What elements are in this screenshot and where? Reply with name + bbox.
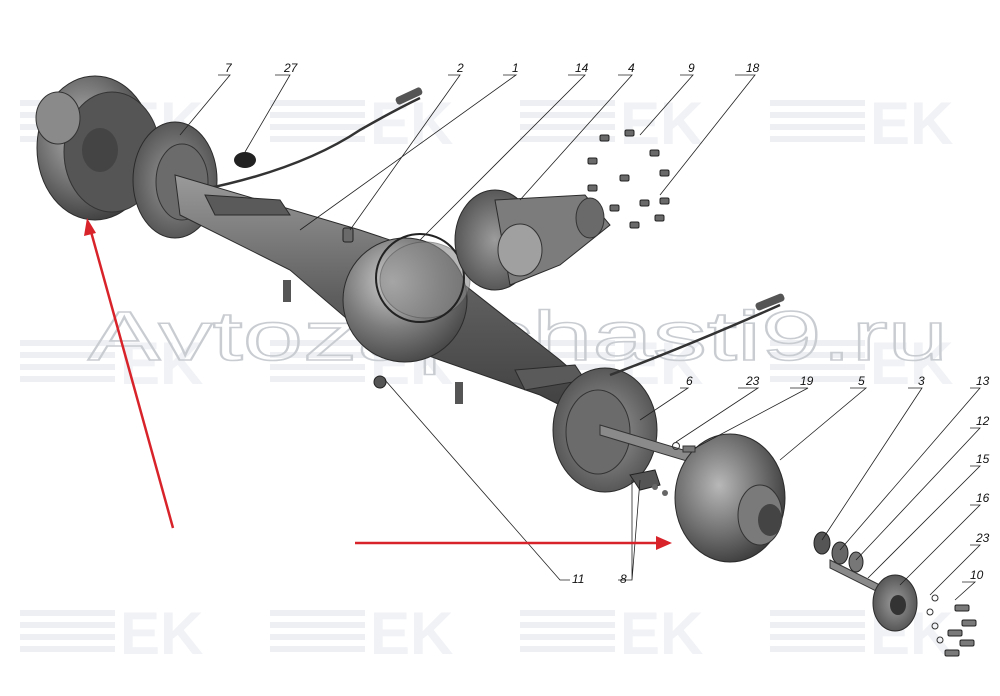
right-brake-drum — [674, 433, 786, 563]
callout-23-top: 23 — [745, 374, 760, 388]
bolt — [654, 214, 665, 222]
watermark-logo: EK — [270, 600, 453, 667]
bolt — [659, 169, 670, 177]
callout-3: 3 — [918, 374, 925, 388]
bolt — [587, 157, 598, 165]
cable-support-2 — [342, 227, 354, 243]
differential-bolts-9 — [587, 129, 670, 229]
wheel-bolt — [947, 629, 963, 637]
bolt — [624, 129, 635, 137]
watermark-logo-text: EK — [620, 600, 703, 667]
leader-lines — [179, 74, 981, 601]
bolt — [587, 184, 598, 192]
washer — [931, 594, 939, 602]
bolt — [599, 134, 610, 142]
callout-labels: 7 27 2 1 14 4 9 18 6 23 19 5 3 13 12 15 … — [225, 61, 990, 586]
watermark-logo: EK — [770, 330, 953, 397]
callout-7: 7 — [225, 61, 233, 75]
watermark-logo: EK — [520, 600, 703, 667]
washer — [936, 636, 944, 644]
washer — [931, 622, 939, 630]
washer — [926, 608, 934, 616]
watermark-logo-text: EK — [870, 90, 953, 157]
callout-12: 12 — [976, 414, 990, 428]
callout-13: 13 — [976, 374, 990, 388]
watermark-logo-text: EK — [120, 600, 203, 667]
axle-beam — [174, 174, 601, 421]
watermark-logo-text: EK — [370, 600, 453, 667]
callout-9: 9 — [688, 61, 695, 75]
brake-cable-right — [609, 293, 785, 377]
callout-4: 4 — [628, 61, 635, 75]
callout-27: 27 — [283, 61, 299, 75]
callout-16: 16 — [976, 491, 990, 505]
callout-10: 10 — [970, 568, 984, 582]
red-arrow-left-drum — [84, 218, 175, 529]
bolt — [619, 174, 630, 182]
red-arrow-right-drum — [355, 536, 672, 550]
hub-bearings-3-13-12 — [813, 531, 864, 573]
wheel-bolt — [954, 604, 970, 612]
housing-gasket-14 — [375, 233, 465, 323]
bolt — [649, 149, 660, 157]
rubber-plug-27 — [234, 152, 256, 168]
callout-6: 6 — [686, 374, 693, 388]
watermark-logo: EK — [770, 600, 953, 667]
washers-and-bolts-23-10 — [926, 594, 977, 657]
callout-1: 1 — [512, 61, 519, 75]
watermark-logo: EK — [520, 90, 703, 157]
bolt — [639, 199, 650, 207]
small-parts-19-23 — [629, 442, 696, 496]
callout-23-bottom: 23 — [975, 531, 990, 545]
watermark-logo: EK — [20, 600, 203, 667]
callout-14: 14 — [575, 61, 589, 75]
brake-cable-left — [199, 87, 423, 192]
bolt — [629, 221, 640, 229]
watermark-logo: EK — [770, 90, 953, 157]
wheel-bolt — [961, 619, 977, 627]
callout-18: 18 — [746, 61, 760, 75]
callout-15: 15 — [976, 452, 990, 466]
bolt — [609, 204, 620, 212]
callout-5: 5 — [858, 374, 865, 388]
watermark-logo-text: EK — [370, 90, 453, 157]
wheel-bolt — [959, 639, 975, 647]
callout-11: 11 — [572, 572, 584, 586]
wheel-bolt — [944, 649, 960, 657]
watermark-logo-text: EK — [870, 330, 953, 397]
differential-assembly — [454, 189, 611, 291]
callout-8: 8 — [620, 572, 627, 586]
hub-cap-16 — [872, 574, 918, 632]
callout-19: 19 — [800, 374, 814, 388]
callout-2: 2 — [456, 61, 464, 75]
watermark-logo-text: EK — [620, 90, 703, 157]
bolt — [659, 197, 670, 205]
